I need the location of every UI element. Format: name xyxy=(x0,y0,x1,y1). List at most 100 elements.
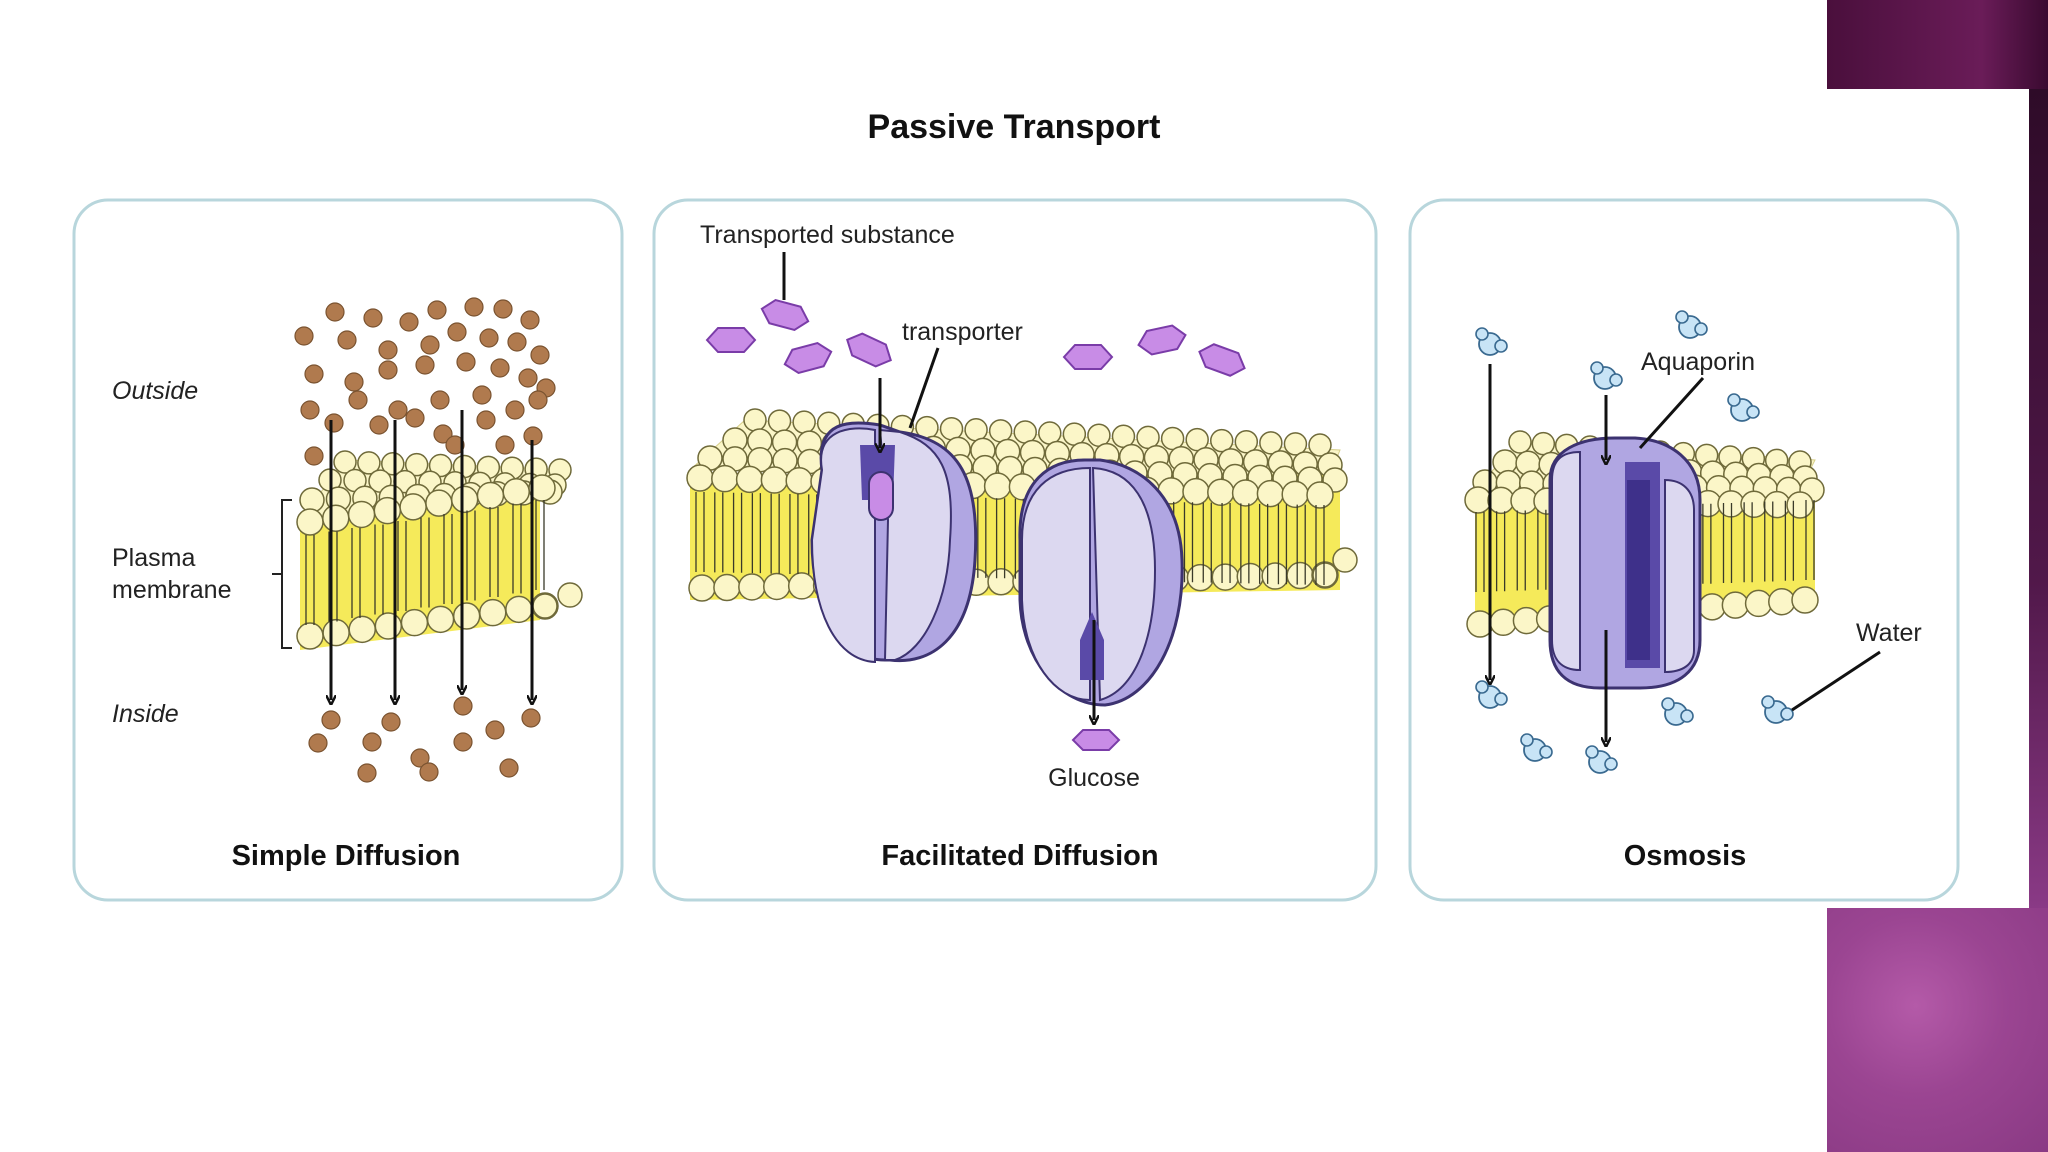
solute-particle xyxy=(381,712,401,732)
lipid-head xyxy=(532,593,558,619)
label-aquaporin: Aquaporin xyxy=(1641,348,1755,376)
lipid-head xyxy=(1464,486,1492,514)
lipid-head xyxy=(711,464,739,493)
lipid-head xyxy=(400,608,429,637)
lipid-tail xyxy=(1240,503,1250,584)
lipid-tail xyxy=(305,535,315,625)
lipid-head xyxy=(1182,477,1210,506)
lipid-head xyxy=(452,602,481,630)
lipid-head xyxy=(1281,480,1309,509)
solute-particle xyxy=(427,300,447,320)
lipid-head xyxy=(743,408,767,432)
solute-particle xyxy=(445,435,465,455)
lipid-head xyxy=(425,489,453,517)
substance-molecule xyxy=(760,298,810,332)
substance-molecule xyxy=(783,341,833,375)
lipid-tail xyxy=(751,493,762,574)
lipid-tail xyxy=(397,521,407,611)
label-outside: Outside xyxy=(112,377,198,405)
lipid-head xyxy=(296,508,324,536)
solute-particle xyxy=(419,762,439,782)
lipid-head xyxy=(296,622,324,650)
lipid-head xyxy=(1698,593,1726,621)
water-molecule xyxy=(1520,733,1553,762)
lipid-tail xyxy=(695,492,705,572)
lipid-tail xyxy=(714,492,724,573)
lipid-head xyxy=(1261,562,1289,590)
water-molecule xyxy=(1590,361,1623,390)
lipid-tail xyxy=(443,514,453,604)
lipid-tail xyxy=(1722,503,1733,583)
simple-diffusion-arrows xyxy=(331,410,532,700)
lipid-tail xyxy=(420,517,430,608)
lipid-head xyxy=(1259,431,1283,455)
lipid-head xyxy=(502,478,530,506)
lipid-head xyxy=(1185,427,1209,452)
solute-particle xyxy=(479,328,499,348)
simple-diffusion-membrane xyxy=(296,450,583,650)
lipid-tail xyxy=(351,528,361,618)
solute-particle xyxy=(530,345,550,365)
lipid-tail xyxy=(1495,511,1506,592)
lipid-tail xyxy=(466,510,476,601)
solute-particle xyxy=(337,330,357,350)
lipid-head xyxy=(1283,432,1308,456)
solute-particle xyxy=(324,413,344,433)
lipid-head xyxy=(785,466,813,495)
solute-particle xyxy=(476,410,496,430)
lipid-tail xyxy=(328,531,338,622)
solute-particle xyxy=(321,710,341,730)
solute-particle xyxy=(495,435,515,455)
lipid-tail xyxy=(489,507,499,597)
solute-particle xyxy=(415,355,435,375)
lipid-head xyxy=(347,500,376,529)
solute-particle xyxy=(348,390,368,410)
lipid-tail xyxy=(1805,500,1815,580)
lipid-head xyxy=(1487,486,1515,515)
solute-particle xyxy=(344,372,364,392)
lipid-head xyxy=(428,453,453,478)
lipid-head xyxy=(1791,586,1819,614)
water-molecule xyxy=(1475,327,1508,356)
lipid-tail xyxy=(1702,503,1712,584)
osmosis-arrows xyxy=(1490,364,1881,742)
solute-particle xyxy=(378,360,398,380)
solute-particle xyxy=(490,358,510,378)
lipid-head xyxy=(479,598,507,627)
lipid-head xyxy=(1508,430,1532,454)
label-membrane: membrane xyxy=(112,576,232,604)
lipid-head xyxy=(528,474,556,502)
substance-molecule xyxy=(1137,324,1187,356)
lipid-head xyxy=(399,493,427,521)
lipid-head xyxy=(1744,589,1773,618)
lipid-head xyxy=(1489,608,1517,637)
lipid-head xyxy=(1531,431,1556,456)
lipid-head xyxy=(1211,563,1240,591)
lipid-tail xyxy=(1296,504,1306,585)
solute-particle xyxy=(433,424,453,444)
lipid-head xyxy=(735,465,764,494)
lipid-head xyxy=(713,573,741,602)
transporter-protein-open-outside xyxy=(810,421,978,664)
lipid-tail xyxy=(1315,505,1325,585)
solute-particle xyxy=(472,385,492,405)
solute-particle xyxy=(499,758,519,778)
lipid-head xyxy=(1510,486,1538,515)
solute-particle xyxy=(493,299,513,319)
lipid-head xyxy=(987,568,1015,596)
lipid-head xyxy=(1013,420,1037,444)
lipid-head xyxy=(738,573,766,601)
solute-particle xyxy=(520,310,540,330)
solute-particle xyxy=(357,763,377,783)
lipid-head xyxy=(1207,478,1235,507)
lipid-head xyxy=(1768,587,1796,616)
lipid-head xyxy=(1062,422,1087,446)
lipid-tail xyxy=(1764,501,1774,582)
membrane-bracket xyxy=(272,499,292,649)
lipid-tail xyxy=(1516,510,1526,591)
solute-particle xyxy=(405,408,425,428)
solute-particle xyxy=(369,415,389,435)
lipid-head xyxy=(1786,491,1814,519)
water-molecule xyxy=(1761,695,1794,724)
transported-substance-molecules xyxy=(705,298,1246,377)
